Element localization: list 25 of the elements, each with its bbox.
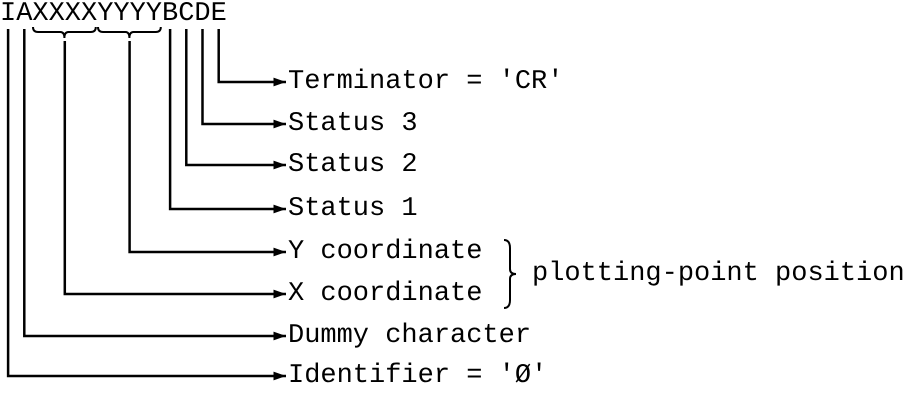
field-label: Dummy character xyxy=(288,322,532,350)
leader-line xyxy=(217,29,286,86)
code-character: XXXX xyxy=(32,0,98,28)
leader-line xyxy=(185,29,286,170)
code-character: B xyxy=(162,0,178,28)
code-character: I xyxy=(0,0,16,28)
field-label: Status 2 xyxy=(288,151,418,179)
code-character: E xyxy=(210,0,227,28)
code-character: C xyxy=(178,0,194,28)
leader-line xyxy=(168,29,286,214)
leader-line xyxy=(128,41,286,256)
field-label: Terminator = 'CR' xyxy=(288,68,564,96)
leader-line xyxy=(201,29,286,128)
code-character: YYYY xyxy=(97,0,162,28)
field-label: Status 1 xyxy=(288,195,418,223)
field-label: X coordinate xyxy=(288,280,482,308)
code-character: A xyxy=(16,0,32,28)
field-label: Y coordinate xyxy=(288,238,482,266)
leader-line xyxy=(6,29,286,380)
group-label: plotting-point position xyxy=(532,260,905,288)
leader-line xyxy=(23,29,286,340)
leader-line xyxy=(64,41,286,298)
field-label: Status 3 xyxy=(288,110,418,138)
code-character: D xyxy=(194,0,211,28)
field-label: Identifier = 'Ø' xyxy=(288,362,548,390)
